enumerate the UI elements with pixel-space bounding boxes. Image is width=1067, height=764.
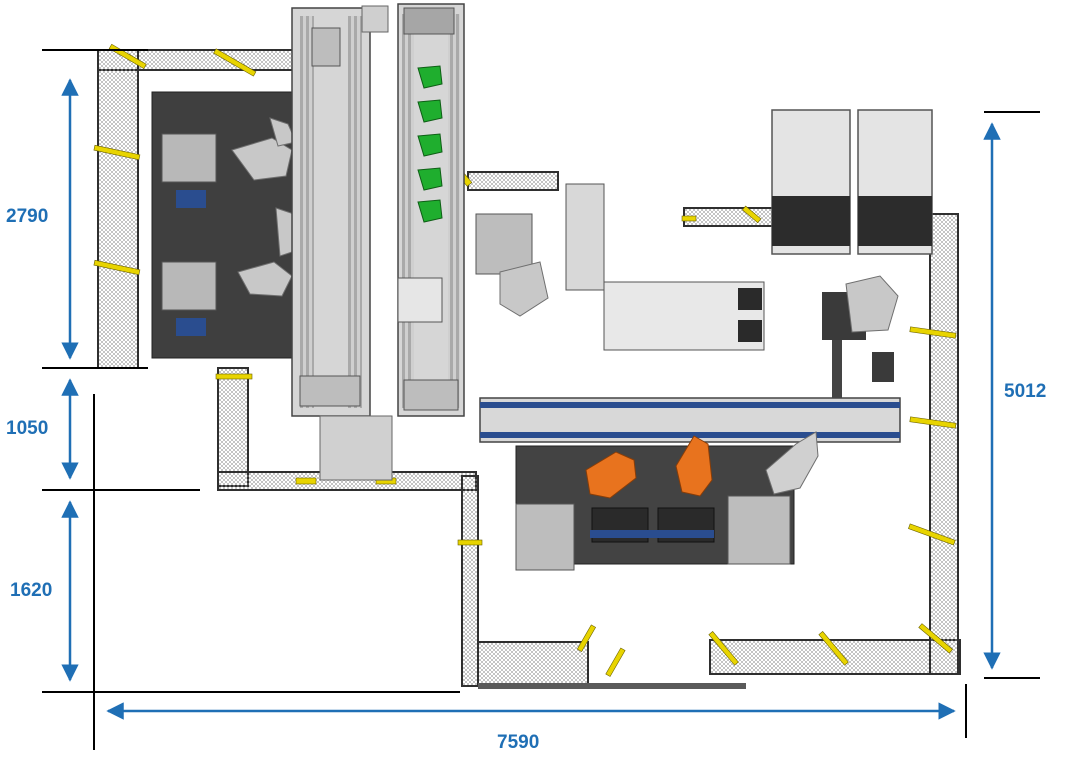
robot-arm bbox=[231, 137, 293, 181]
gripper-station bbox=[311, 27, 341, 67]
fence-bracket bbox=[741, 205, 762, 224]
green-part bbox=[417, 167, 443, 191]
fence-bracket bbox=[576, 624, 597, 653]
robot-arm bbox=[499, 261, 549, 317]
robot-arm bbox=[845, 275, 899, 333]
conveyor-track bbox=[300, 16, 314, 408]
green-part bbox=[417, 133, 443, 157]
robot-arm bbox=[765, 431, 819, 495]
right-robot-cell bbox=[822, 275, 899, 406]
fixture-clamp bbox=[738, 320, 762, 342]
machine-frame bbox=[565, 183, 605, 291]
green-part bbox=[417, 99, 443, 123]
dimension-lines bbox=[42, 49, 1040, 750]
rack-base bbox=[858, 196, 932, 246]
fence-bracket bbox=[215, 373, 253, 380]
transfer-lift bbox=[319, 415, 393, 481]
machine-enclosure bbox=[727, 495, 791, 565]
gripper-station bbox=[403, 379, 459, 411]
safety-fence bbox=[93, 43, 961, 689]
dimension-arrows bbox=[61, 78, 1001, 720]
conveyor-track bbox=[402, 14, 414, 408]
middle-robot-cell bbox=[475, 183, 765, 351]
fence-bracket bbox=[918, 623, 954, 654]
fence-bracket bbox=[681, 215, 697, 222]
fence-panel bbox=[467, 171, 559, 191]
fence-bracket bbox=[908, 523, 956, 546]
machine-enclosure bbox=[161, 261, 217, 311]
fence-panel bbox=[478, 683, 746, 689]
fence-panel bbox=[217, 367, 249, 487]
fence-panel bbox=[929, 213, 959, 675]
fence-bracket bbox=[909, 326, 957, 339]
gripper-station bbox=[397, 277, 443, 323]
transfer-lift bbox=[361, 5, 389, 33]
machine-enclosure bbox=[161, 133, 217, 183]
conveyor-belt bbox=[480, 432, 900, 438]
left-robot-cell bbox=[151, 91, 306, 359]
fence-panel bbox=[477, 641, 589, 687]
fence-bracket bbox=[818, 630, 849, 666]
conveyor-track bbox=[448, 14, 460, 408]
conveyor-belt bbox=[480, 402, 900, 408]
dimension-label-bottom-width: 7590 bbox=[497, 732, 540, 753]
fence-bracket bbox=[93, 144, 141, 161]
machine-enclosure bbox=[515, 503, 575, 571]
conveyor-track bbox=[348, 16, 362, 408]
tool-changer bbox=[872, 352, 894, 382]
fence-panel bbox=[683, 207, 775, 227]
motor-unit bbox=[176, 318, 206, 336]
fence-bracket bbox=[93, 259, 141, 276]
gripper-station bbox=[299, 375, 361, 407]
orange-robot bbox=[675, 435, 713, 497]
rack-base bbox=[772, 196, 850, 246]
fence-panel bbox=[709, 639, 961, 675]
robot-platform bbox=[475, 213, 533, 275]
assembly-line bbox=[479, 397, 901, 571]
fence-bracket bbox=[213, 48, 257, 77]
dimension-label-right-height: 5012 bbox=[1004, 381, 1047, 402]
fence-bracket bbox=[909, 416, 957, 429]
motor-unit bbox=[176, 190, 206, 208]
fixture-clamp bbox=[738, 288, 762, 310]
fence-bracket bbox=[457, 539, 483, 546]
fence-bracket bbox=[295, 477, 317, 485]
green-part bbox=[417, 199, 443, 223]
fence-panel bbox=[97, 49, 139, 369]
robot-arm bbox=[237, 261, 293, 297]
gripper-station bbox=[403, 7, 455, 35]
dimension-label-left-top: 2790 bbox=[6, 206, 49, 227]
green-part bbox=[417, 65, 443, 89]
fence-panel bbox=[461, 475, 479, 687]
orange-robot bbox=[585, 451, 637, 499]
motor-unit bbox=[590, 530, 714, 538]
fixture-rack bbox=[603, 281, 765, 351]
dimension-label-left-bottom: 1620 bbox=[10, 580, 53, 601]
vertical-conveyor-system bbox=[291, 3, 465, 481]
robot-column bbox=[832, 340, 842, 406]
dimension-label-left-middle: 1050 bbox=[6, 418, 49, 439]
fence-bracket bbox=[708, 630, 739, 666]
fence-bracket bbox=[605, 647, 626, 677]
storage-racks bbox=[771, 109, 933, 255]
